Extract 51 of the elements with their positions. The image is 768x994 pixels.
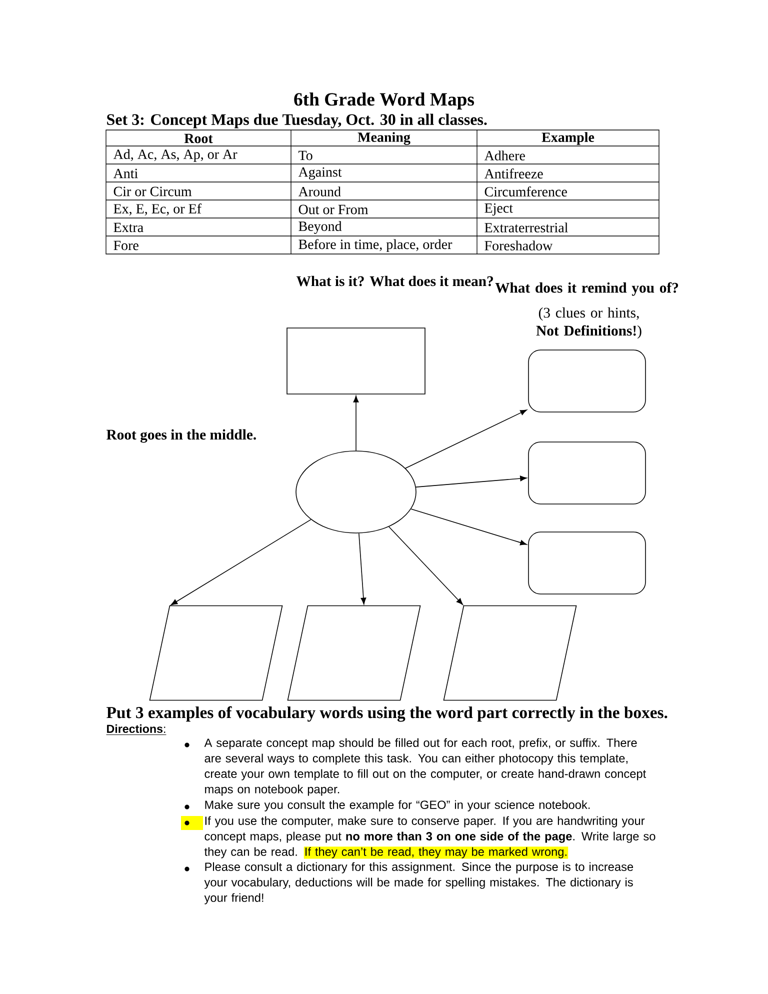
- definition-box: [286, 328, 426, 394]
- table-cell: Ex, E, Ec, or Ef: [114, 204, 202, 216]
- table-cell: Extra: [114, 222, 144, 232]
- table-cell: Against: [298, 167, 342, 180]
- heading: What does it remind you of?: [495, 282, 678, 296]
- bullet-item: Make sure you consult the example for “GEO” in your science notebook.: [205, 800, 590, 812]
- bullet-item: A separate concept map should be filled out for each root, prefix, or suffix. There are several ways to complete this task. You can either photocopy this template, create your own template to fill out on the computer, or create hand-drawn concept maps on notebook paper.: [204, 738, 646, 796]
- example-parallelogram: [149, 605, 283, 701]
- label: they can be read.: [204, 847, 297, 858]
- arrow: [405, 410, 528, 469]
- example-parallelogram: [443, 605, 577, 701]
- table-cell: Circumference: [484, 186, 567, 196]
- table-cell: Foreshadow: [484, 240, 553, 250]
- label: If you use the computer, make sure to conserve paper. If you are handwriting your: [205, 816, 645, 828]
- table-cell: Adhere: [484, 150, 525, 160]
- table-cell: Extraterrestrial: [484, 222, 568, 232]
- table-cell: Out or From: [298, 204, 368, 214]
- bullet-item: If you use the computer, make sure to conserve paper. If you are handwriting your concept maps, please put no more than 3 on one side of the page. Write large so they can be read. If they can’t be read, they may be marked wrong.: [204, 816, 656, 859]
- arrow: [388, 526, 463, 605]
- clue-box: [528, 350, 646, 412]
- bullet-item: Please consult a dictionary for this assignment. Since the purpose is to increase your vocabulary, deductions will be made for spelling mistakes. The dictionary is your friend!: [204, 862, 634, 904]
- example-parallelogram: [287, 605, 421, 701]
- heading: What is it? What does it mean?: [296, 276, 493, 286]
- clue-box: [528, 442, 646, 504]
- arrow: [410, 508, 527, 546]
- heading: Put 3 examples of vocabulary words using the word part correctly in the boxes.: [106, 706, 668, 722]
- label: If they can’t be read, they may be marked wrong.: [305, 847, 566, 858]
- table-cell: Eject: [484, 203, 513, 216]
- table-cell: To: [298, 150, 312, 160]
- table-cell: Beyond: [298, 221, 342, 234]
- arrow: [353, 396, 359, 451]
- table-header: Root: [184, 134, 213, 144]
- table-cell: Before in time, place, order: [298, 239, 452, 252]
- concept-ellipse: [296, 450, 416, 534]
- table-cell: Fore: [114, 240, 138, 250]
- title: 6th Grade Word Maps: [294, 92, 474, 110]
- table-header: Meaning: [358, 132, 410, 145]
- table-cell: Around: [298, 186, 341, 196]
- subtitle: Set 3: Concept Maps due Tuesday, Oct. 30 in all classes.: [107, 114, 487, 128]
- arrow: [416, 476, 527, 488]
- table-cell: Anti: [113, 168, 138, 178]
- table-cell: Cir or Circum: [114, 186, 192, 196]
- table-cell: Antifreeze: [484, 168, 543, 178]
- table-cell: Ad, Ac, As, Ap, or Ar: [113, 149, 238, 162]
- arrow: [170, 519, 312, 606]
- arrow: [358, 532, 366, 604]
- table-header: Example: [542, 132, 594, 145]
- label: concept maps, please put no more than 3 on one side of the page. Write large so: [204, 832, 656, 843]
- heading: Root goes in the middle.: [106, 429, 256, 443]
- heading: Directions:: [106, 724, 166, 736]
- clue-box: [528, 532, 646, 594]
